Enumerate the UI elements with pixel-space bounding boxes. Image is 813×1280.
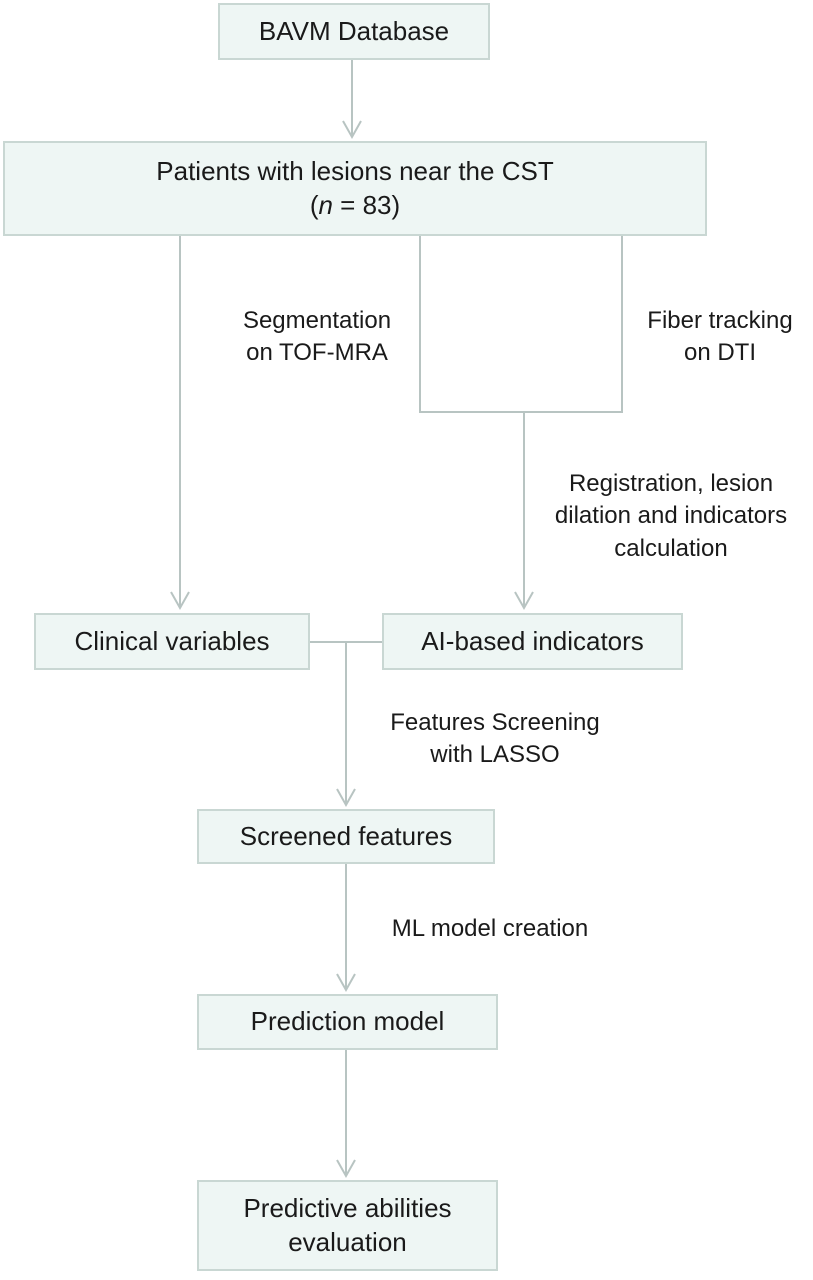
segmentation-label: Segmentation on TOF-MRA bbox=[242, 307, 392, 367]
ai-indicators-label: AI-based indicators bbox=[421, 625, 644, 656]
fiber-tracking-label: Fiber tracking on DTI bbox=[647, 307, 793, 367]
ai-indicators-box: AI-based indicators bbox=[382, 613, 683, 670]
arrowhead-screened bbox=[336, 788, 356, 808]
clinical-variables-label: Clinical variables bbox=[74, 625, 270, 656]
registration-label: Registration, lesion dilation and indica… bbox=[554, 470, 788, 562]
database-box: BAVM Database bbox=[218, 3, 490, 60]
connector-processing-bracket bbox=[419, 236, 623, 413]
screened-features-label: Screened features bbox=[239, 820, 453, 851]
patients-box-title: Patients with lesions near the CST bbox=[156, 155, 554, 186]
arrowhead-prediction bbox=[336, 973, 356, 993]
evaluation-box: Predictive abilities evaluation bbox=[197, 1180, 498, 1271]
screened-features-box: Screened features bbox=[197, 809, 495, 864]
ml-model-label: ML model creation bbox=[391, 915, 589, 942]
arrowhead-evaluation bbox=[336, 1159, 356, 1179]
prediction-model-label: Prediction model bbox=[250, 1006, 445, 1037]
arrowhead-ai bbox=[514, 591, 534, 611]
evaluation-box-line1: Predictive abilities bbox=[243, 1192, 452, 1223]
clinical-variables-box: Clinical variables bbox=[34, 613, 310, 670]
evaluation-box-line2: evaluation bbox=[288, 1226, 407, 1257]
patients-box: Patients with lesions near the CST (n = … bbox=[3, 141, 707, 236]
database-box-label: BAVM Database bbox=[258, 15, 450, 46]
arrowhead-patients bbox=[342, 120, 362, 140]
arrowhead-clinical bbox=[170, 591, 190, 611]
prediction-model-box: Prediction model bbox=[197, 994, 498, 1050]
patients-box-count: (n = 83) bbox=[309, 189, 401, 220]
lasso-label: Features Screening with LASSO bbox=[390, 709, 600, 769]
